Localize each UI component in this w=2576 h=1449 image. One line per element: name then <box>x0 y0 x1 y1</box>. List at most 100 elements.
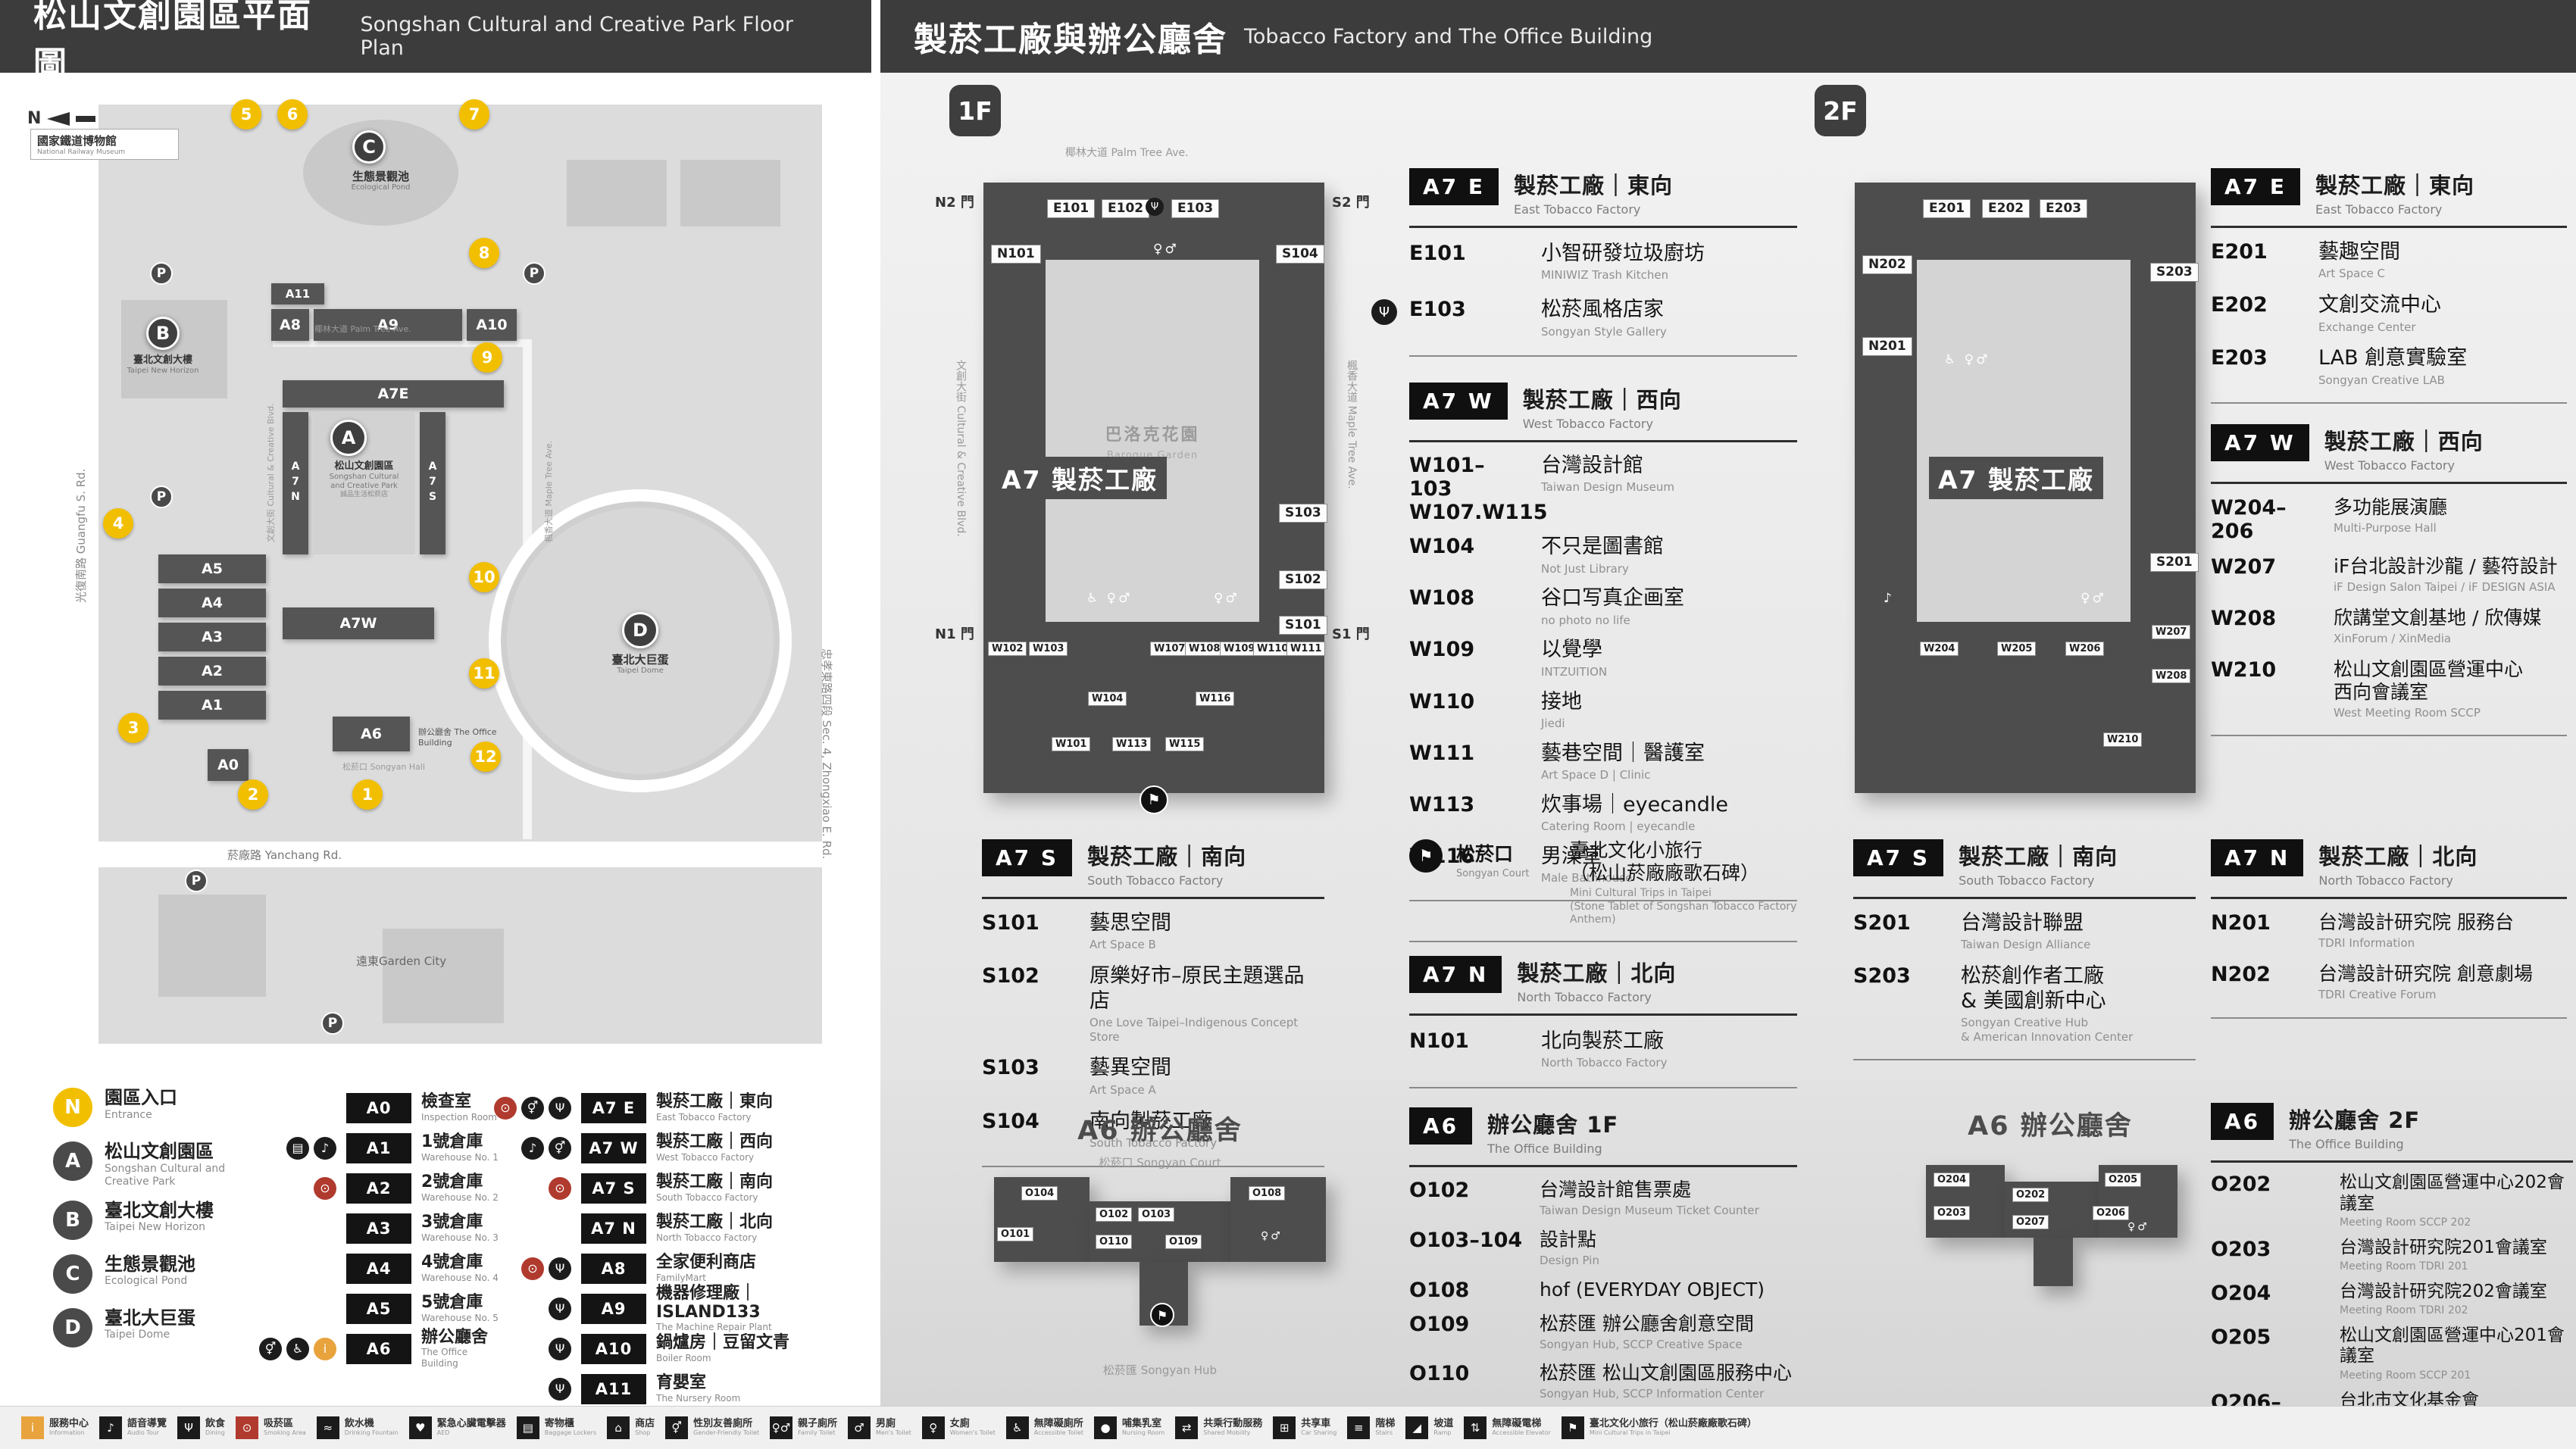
plan-room-o104: O104 <box>1021 1186 1058 1201</box>
group-code: A7 S <box>1853 839 1944 876</box>
amenity-icons: ♀♂ <box>770 1416 793 1439</box>
amenity-icons: ⊙ <box>236 1416 259 1439</box>
b-zh: 臺北文創大樓 <box>133 354 192 366</box>
legend-en: North Tobacco Factory <box>656 1232 758 1243</box>
b-en: Taipei New Horizon <box>127 366 199 375</box>
plan-2f: A7 製菸工廠 E201 E202 E203 N202 N201 S203 S2… <box>1853 170 2202 813</box>
legend-code: A9 <box>581 1293 646 1324</box>
courtyard-2f <box>1917 260 2131 622</box>
pond-en: Ecological Pond <box>351 183 411 192</box>
pin-b: B <box>146 317 180 350</box>
group-code: A7 N <box>1409 956 1502 993</box>
legend-en: Entrance <box>105 1108 152 1121</box>
railway-zh: 國家鐵道博物館 <box>37 134 117 148</box>
room-name-en: South Tobacco Factory <box>1089 1135 1218 1150</box>
room-code: O109 <box>1409 1312 1470 1336</box>
room-row: E101 小智研發垃圾廚坊 MINIWIZ Trash Kitchen <box>1409 234 1797 290</box>
block-a3: A3 <box>158 623 266 651</box>
plan-room-w107: W107 <box>1150 642 1190 656</box>
group-title-en: The Office Building <box>1487 1141 1602 1156</box>
legend-code: A5 <box>346 1293 411 1324</box>
plan-room-o206: O206 <box>2093 1206 2130 1220</box>
amenity-en: Women's Toilet <box>949 1429 996 1436</box>
a-site-en: Songshan Cultural and Creative Park <box>329 472 399 490</box>
room-name-en: Songyan Creative LAB <box>2318 373 2445 387</box>
legend-row: ⊙ A7 S 製菸工廠｜南向 South Tobacco Factory <box>492 1168 849 1208</box>
plan-room-w108: W108 <box>1185 642 1224 656</box>
amenity-zh: 無障礙廁所 <box>1033 1418 1083 1430</box>
entrance-marker: 4 <box>103 508 133 539</box>
legend-zh: 製菸工廠｜西向 <box>656 1132 774 1152</box>
entrance-marker: 2 <box>238 779 268 810</box>
room-code: W101–103 W107.W115 <box>1409 454 1548 525</box>
legend-zh: 臺北大巨蛋 <box>105 1307 195 1329</box>
amenity-zh: 共乘行動服務 <box>1203 1418 1263 1430</box>
gender-friendly-toilet-icon: ⚥ <box>521 1096 544 1120</box>
block-a2: A2 <box>158 657 266 685</box>
group-title-en: East Tobacco Factory <box>2315 202 2443 217</box>
room-name-en: XinForum / XinMedia <box>2334 631 2452 645</box>
room-list: W204–206 多功能展演廳 Multi-Purpose Hall W207 … <box>2211 484 2567 735</box>
amenity-item: i 服務中心 Information <box>21 1416 89 1439</box>
toilet-icon: ♿ ♀♂ <box>1086 591 1133 606</box>
plan-a6-2f: A6 辦公廳舍 O204 O203 O202 O207 O206 O205 ♀♂ <box>1906 1100 2194 1342</box>
room-row: S103 藝異空間 Art Space A <box>982 1050 1324 1103</box>
amenity-en: AED <box>436 1429 450 1436</box>
room-name-zh: 台灣設計研究院 創意劇場 <box>2318 962 2533 985</box>
room-name-zh: 台灣設計聯盟 <box>1961 911 2084 935</box>
shared-mobility-icon: ⇄ <box>1175 1416 1199 1439</box>
plan-room-s103: S103 <box>1279 504 1327 523</box>
room-code: W113 <box>1409 792 1475 817</box>
amenity-en: Drinking Fountain <box>344 1429 399 1436</box>
amenity-icons: ♀ <box>921 1416 945 1439</box>
block-a7s: A7S <box>420 412 445 554</box>
legend-en: Warehouse No. 2 <box>421 1191 499 1203</box>
amenity-zh: 無障礙電梯 <box>1492 1418 1542 1430</box>
room-name-zh: 欣講堂文創基地 / 欣傳媒 <box>2334 606 2542 629</box>
room-row: O108 hof (EVERYDAY OBJECT) <box>1409 1273 1797 1307</box>
room-code: S203 <box>1853 964 1911 988</box>
amenity-en: Stairs <box>1375 1429 1393 1436</box>
room-code: W111 <box>1409 741 1475 765</box>
amenity-icons: ♥ <box>408 1416 432 1439</box>
plan-room-s104: S104 <box>1276 245 1324 264</box>
legend-row: Ψ A11 育嬰室 The Nursery Room <box>492 1369 849 1409</box>
amenity-icons: ⇅ <box>1464 1416 1487 1439</box>
amenity-item: ◢ 坡道 Ramp <box>1405 1416 1453 1439</box>
amenity-en: Accessible Toilet <box>1033 1429 1084 1436</box>
plan-room-o103: O103 <box>1138 1207 1175 1222</box>
legend-row: A 松山文創園區 Songshan Cultural and Creative … <box>53 1141 254 1189</box>
amenity-en: Nursing Room <box>1122 1429 1165 1436</box>
amenity-en: Information <box>49 1429 85 1436</box>
room-code: S104 <box>982 1109 1039 1133</box>
block-a8: A8 <box>271 309 309 341</box>
street-cultural: 文創大街 Cultural & Creative Blvd. <box>266 403 276 542</box>
dining-icon: Ψ <box>177 1416 201 1439</box>
amenity-icons: Ψ <box>177 1416 201 1439</box>
room-name-en: Songyan Creative Hub & American Innovati… <box>1961 1015 2134 1044</box>
court-title-en: Songyan Court <box>1456 868 1530 879</box>
group-title-zh: 製菸工廠｜北向 <box>1517 960 1677 986</box>
legend-row: ⚥♿i A6 辦公廳舍 The Office Building <box>258 1328 500 1369</box>
legend-row: A4 4號倉庫 Warehouse No. 4 <box>258 1248 500 1288</box>
legend-zh: 臺北文創大樓 <box>105 1199 214 1221</box>
room-row: W104 不只是圖書館 Not Just Library <box>1409 529 1797 581</box>
legend-en: The Machine Repair Plant <box>656 1322 772 1333</box>
room-name-zh: 松菸創作者工廠 & 美國創新中心 <box>1961 964 2106 1013</box>
amenity-en: Accessible Elevator <box>1492 1429 1551 1436</box>
room-row: O204 台灣設計研究院202會議室 Meeting Room TDRI 202 <box>2211 1278 2573 1322</box>
entrance-marker: 8 <box>469 238 499 268</box>
listing-1f-a7n: A7 N 製菸工廠｜北向 North Tobacco Factory N101 … <box>1409 956 1797 1089</box>
room-code: E201 <box>2211 240 2268 264</box>
road-yanchang <box>98 842 822 867</box>
room-name-zh: 以覺學 <box>1541 638 1602 662</box>
plan-room-n201: N201 <box>1862 337 1912 356</box>
amenity-zh: 親子廁所 <box>798 1418 838 1430</box>
room-name-en: Meeting Room SCCP 201 <box>2340 1369 2471 1382</box>
room-name-zh: 藝思空間 <box>1089 911 1171 935</box>
amenity-icons: ⚑ <box>1561 1416 1584 1439</box>
street-yanchang: 菸廠路 Yanchang Rd. <box>227 848 342 862</box>
legend-row: A7 N 製菸工廠｜北向 North Tobacco Factory <box>492 1208 849 1248</box>
amenity-zh: 哺集乳室 <box>1122 1418 1162 1430</box>
left-header: 松山文創園區平面圖 Songshan Cultural and Creative… <box>0 0 871 83</box>
